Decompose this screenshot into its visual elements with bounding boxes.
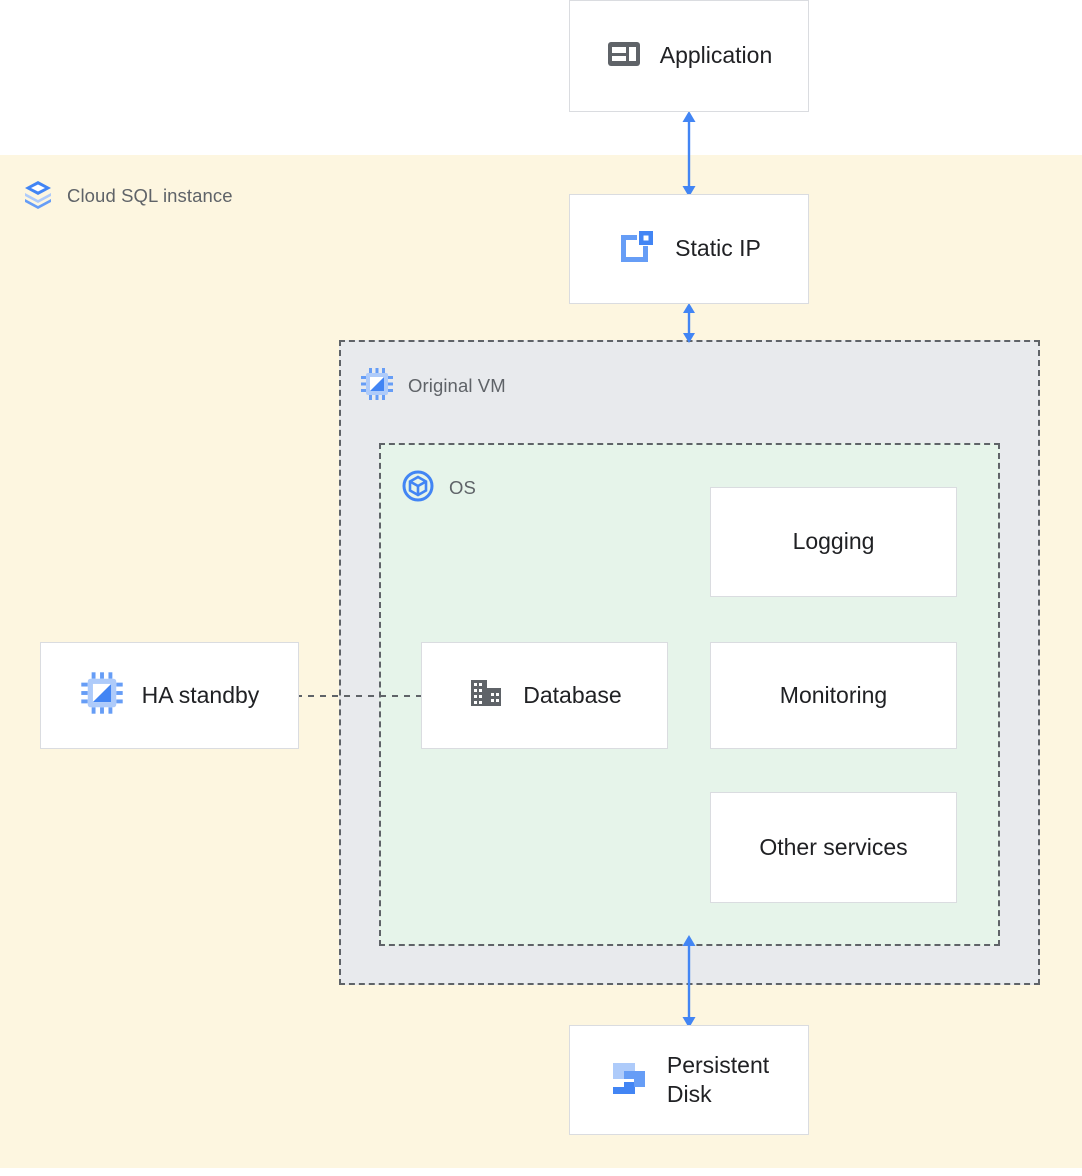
node-static-ip[interactable]: Static IP [569,194,809,304]
original-vm-label: Original VM [360,366,506,406]
node-monitoring[interactable]: Monitoring [710,642,957,749]
application-window-icon [606,36,642,77]
node-database[interactable]: Database [421,642,668,749]
node-application[interactable]: Application [569,0,809,112]
persistent-disk-icon [609,1058,649,1103]
database-building-icon [467,674,505,717]
node-ha-standby-label: HA standby [141,681,260,708]
original-vm-label-text: Original VM [408,375,506,396]
cloud-sql-icon [22,178,54,215]
node-logging-label: Logging [792,528,875,555]
node-other-services[interactable]: Other services [710,792,957,903]
node-monitoring-label: Monitoring [779,681,888,708]
cloud-sql-region-label-text: Cloud SQL instance [67,185,233,206]
node-database-label: Database [523,681,622,708]
cpu-chip-icon [360,367,394,406]
os-label: OS [401,468,476,508]
node-logging[interactable]: Logging [710,487,957,597]
node-persistent-disk-label: Persistent Disk [666,1051,770,1107]
static-ip-icon [617,227,657,272]
os-label-text: OS [449,477,476,498]
node-other-services-label: Other services [759,833,908,860]
node-application-label: Application [659,42,773,69]
node-ha-standby[interactable]: HA standby [40,642,299,749]
cloud-sql-region-label: Cloud SQL instance [22,176,233,216]
node-static-ip-label: Static IP [675,235,761,262]
os-disc-icon [401,469,435,508]
cpu-chip-icon [80,671,124,720]
node-persistent-disk[interactable]: Persistent Disk [569,1025,809,1135]
